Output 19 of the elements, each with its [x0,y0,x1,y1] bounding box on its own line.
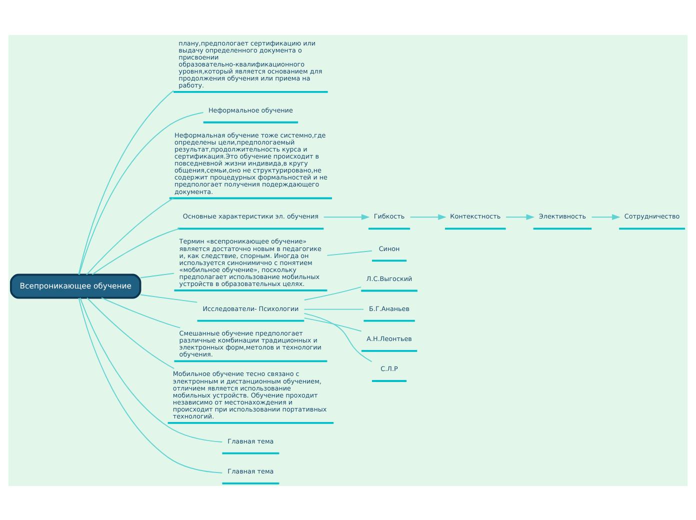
connector [78,296,223,473]
arrow [591,214,620,220]
connector [304,317,362,332]
connector [140,294,198,302]
connector [78,112,204,275]
connector [86,296,175,368]
arrow [410,214,446,220]
connector [304,312,372,362]
connector [80,296,223,442]
connector [140,272,175,278]
connector [86,197,174,275]
connector [92,228,180,274]
arrow [506,214,535,220]
connector [304,286,362,300]
connector [101,296,181,328]
connector [304,308,364,310]
arrow [323,214,370,220]
connector [78,90,174,275]
connector [326,250,372,256]
